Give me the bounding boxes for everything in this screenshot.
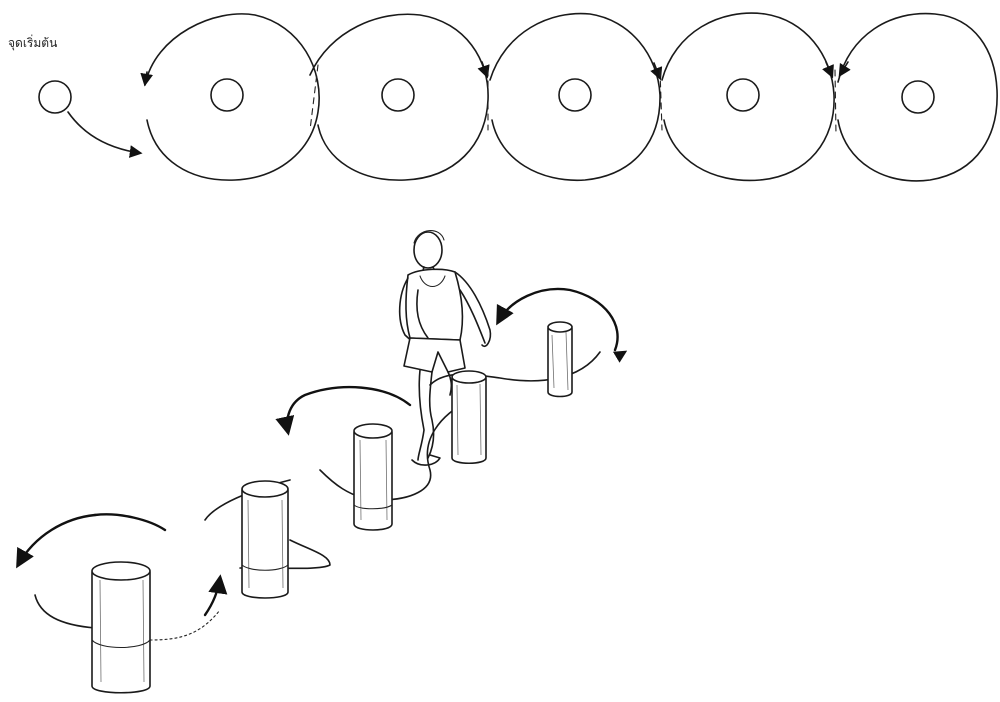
post-5 <box>92 562 150 693</box>
cone-marker-4 <box>727 79 759 111</box>
turn-arrow-1b <box>620 352 625 355</box>
runner-head <box>414 232 442 268</box>
cone-marker-3 <box>559 79 591 111</box>
post-1 <box>548 322 572 397</box>
loop-circle-3 <box>490 14 660 181</box>
runner-torso <box>406 269 463 340</box>
runner-shoe <box>412 455 440 465</box>
loop-circle-1 <box>145 14 319 180</box>
runner-shorts <box>404 338 465 372</box>
loop-circle-4 <box>662 13 834 180</box>
start-marker <box>39 81 71 113</box>
start-arrow <box>68 112 140 153</box>
top-path-diagram: จุดเริ่มต้น <box>8 13 997 181</box>
turn-arrow-4 <box>205 578 220 615</box>
start-label: จุดเริ่มต้น <box>8 34 57 51</box>
weave-path-5 <box>150 610 220 640</box>
turn-arrow-3-tail <box>95 514 165 530</box>
bottom-illustration <box>18 231 625 693</box>
loop-circle-2 <box>310 14 488 180</box>
post-4 <box>242 481 288 598</box>
turn-arrow-2 <box>287 387 410 432</box>
post-3 <box>354 424 392 530</box>
cone-marker-5 <box>902 81 934 113</box>
cone-marker-1 <box>211 79 243 111</box>
post-2 <box>452 371 486 463</box>
cone-marker-2 <box>382 79 414 111</box>
lower-loop-arc <box>35 595 95 628</box>
loop-circle-5 <box>838 14 997 181</box>
weave-path-2 <box>320 400 470 500</box>
turn-arrow-3 <box>18 515 95 565</box>
crossing-dash-4 <box>835 70 836 135</box>
